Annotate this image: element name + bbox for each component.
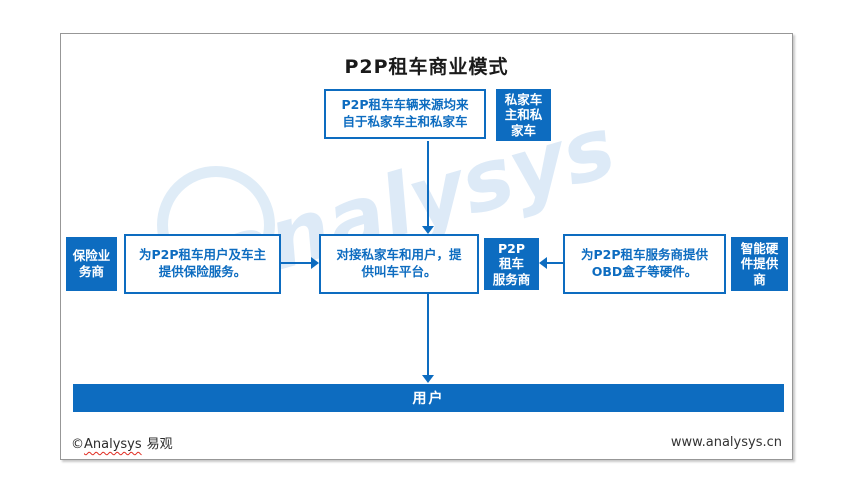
box-car-source-description: P2P租车车辆来源均来自于私家车主和私家车	[324, 89, 486, 139]
tag-private-car-owners: 私家车主和私家车	[496, 89, 551, 141]
arrow-left-icon	[539, 257, 547, 269]
box-insurance-description: 为P2P租车用户及车主提供保险服务。	[124, 234, 281, 294]
box-platform-description: 对接私家车和用户，提供叫车平台。	[319, 234, 479, 294]
footer-copyright: ©Analysys 易观	[71, 433, 173, 452]
page-title: P2P租车商业模式	[344, 56, 509, 78]
copyright-symbol: ©	[71, 437, 84, 452]
brand-name-chinese: 易观	[146, 437, 173, 452]
tag-smart-hardware-provider: 智能硬件提供商	[731, 237, 788, 291]
arrow-right-icon	[311, 257, 319, 269]
arrow-line-insurance-to-platform	[281, 262, 313, 264]
arrow-line-source-to-platform	[427, 141, 429, 227]
brand-name: Analysys	[84, 437, 142, 452]
arrow-line-platform-to-users	[427, 294, 429, 376]
footer-website: www.analysys.cn	[670, 435, 782, 450]
tag-insurance-provider: 保险业务商	[66, 237, 117, 291]
users-bar: 用户	[73, 384, 784, 412]
arrow-down-icon	[422, 226, 434, 234]
diagram-frame: P2P租车商业模式 analysys P2P租车车辆来源均来自于私家车主和私家车…	[60, 33, 793, 460]
arrow-down-icon	[422, 375, 434, 383]
arrow-line-hardware-to-p2p	[547, 262, 563, 264]
